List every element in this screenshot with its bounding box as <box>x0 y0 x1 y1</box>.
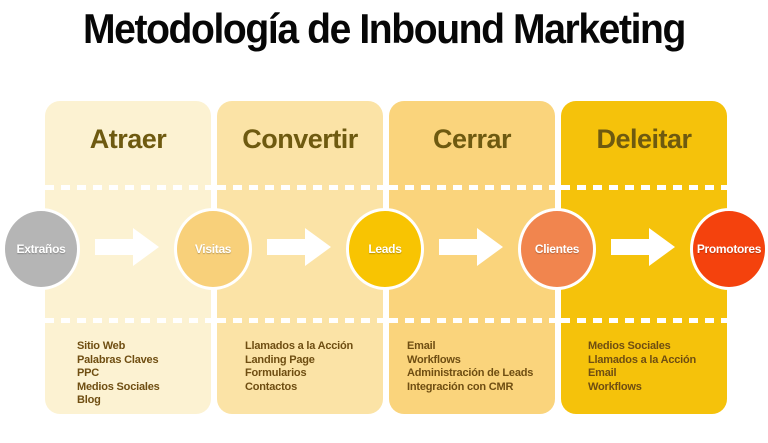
audience-circle-label: Visitas <box>194 242 232 256</box>
audience-circle-extranos: Extraños <box>2 208 80 290</box>
page-title: Metodología de Inbound Marketing <box>82 5 686 52</box>
list-item: Integración con CMR <box>407 380 514 393</box>
dashed-divider <box>45 185 211 190</box>
dashed-divider <box>561 185 727 190</box>
dashed-divider <box>217 185 383 190</box>
list-item: Workflows <box>588 380 642 393</box>
list-item: Blog <box>77 394 101 406</box>
list-item: Formularios <box>245 367 307 379</box>
dashed-divider <box>561 318 727 323</box>
dashed-divider <box>45 318 211 323</box>
stage-title-cerrar: Cerrar <box>432 124 512 154</box>
dashed-divider <box>389 318 555 323</box>
audience-circle-label: Leads <box>368 242 402 256</box>
list-item: Llamados a la Acción <box>588 353 697 366</box>
list-item: Workflows <box>407 353 461 366</box>
list-item: Contactos <box>245 380 297 393</box>
audience-circle-label: Clientes <box>534 242 580 256</box>
audience-circle-label: Extraños <box>16 242 66 256</box>
audience-circle-label: Promotores <box>696 242 762 256</box>
list-item: Medios Sociales <box>77 380 160 393</box>
page: { "title": "Metodología de Inbound Marke… <box>0 4 768 443</box>
flow-arrow-icon <box>267 228 331 266</box>
flow-arrow-icon <box>439 228 503 266</box>
audience-circle-visitas: Visitas <box>174 208 252 290</box>
stage-title-convertir: Convertir <box>242 124 358 154</box>
flow-arrow-icon <box>95 228 159 266</box>
list-item: Llamados a la Acción <box>245 340 354 352</box>
list-item: Administración de Leads <box>407 367 534 379</box>
audience-circle-clientes: Clientes <box>518 208 596 290</box>
list-item: Sitio Web <box>77 340 126 352</box>
stage-title-deleitar: Deleitar <box>596 124 692 154</box>
dashed-divider <box>389 185 555 190</box>
audience-circle-promotores: Promotores <box>690 208 768 290</box>
list-item: Medios Sociales <box>588 340 671 352</box>
audience-circle-leads: Leads <box>346 208 424 290</box>
list-item: Email <box>588 367 617 379</box>
list-item: Palabras Claves <box>77 353 159 366</box>
list-item: PPC <box>77 367 100 379</box>
list-item: Landing Page <box>245 353 315 366</box>
flow-arrow-icon <box>611 228 675 266</box>
dashed-divider <box>217 318 383 323</box>
stage-title-atraer: Atraer <box>89 124 167 154</box>
list-item: Email <box>407 340 436 352</box>
